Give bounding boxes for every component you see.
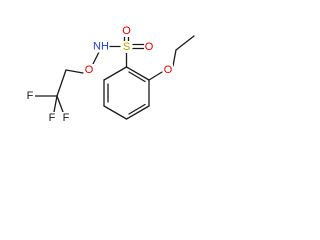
ring-bond-4 [125, 105, 150, 120]
bond-o-ethyl-ch2 [172, 49, 177, 67]
ring-bond-6 [125, 66, 150, 81]
bond-o-ch2 [65, 69, 84, 74]
ring-bond-1 [103, 66, 128, 81]
atom-sulfur: S [123, 41, 130, 53]
atom-backdrop [84, 64, 94, 76]
atom-backdrop [25, 90, 35, 102]
atom-f-bottom: F [63, 112, 70, 124]
bonds [34, 35, 195, 120]
bond-c-f-top [53, 95, 58, 113]
atom-o-linker: O [85, 64, 94, 76]
atom-o-sulfonyl-right: O [145, 41, 154, 53]
ring-inner-2 [128, 103, 146, 115]
atom-backdrop [47, 112, 57, 124]
atom-backdrop [61, 112, 71, 124]
atom-backdrop [121, 41, 132, 53]
atom-f-left: F [27, 90, 34, 102]
structure-svg: O S O NH O O F F F [25, 25, 195, 124]
atom-backdrop [121, 25, 132, 37]
atoms: O S O NH O O F F F [25, 25, 173, 124]
bond-c2-o [148, 71, 163, 81]
atom-backdrop [144, 41, 154, 53]
ring-bond-3 [103, 105, 128, 120]
atom-o-ether: O [164, 64, 173, 76]
bond-ethyl-ch3 [175, 35, 195, 51]
atom-backdrop [92, 40, 110, 53]
atom-backdrop [163, 64, 173, 76]
atom-f-top: F [49, 112, 56, 124]
ring-inner-3 [128, 71, 146, 83]
atom-nh: NH [93, 41, 109, 53]
atom-o-sulfonyl-top: O [122, 25, 131, 37]
bond-n-o [92, 51, 100, 65]
bond-c-f-bottom [56, 95, 64, 113]
molecule-diagram: O S O NH O O F F F [0, 0, 215, 141]
bond-ch2-cf3 [56, 69, 67, 97]
